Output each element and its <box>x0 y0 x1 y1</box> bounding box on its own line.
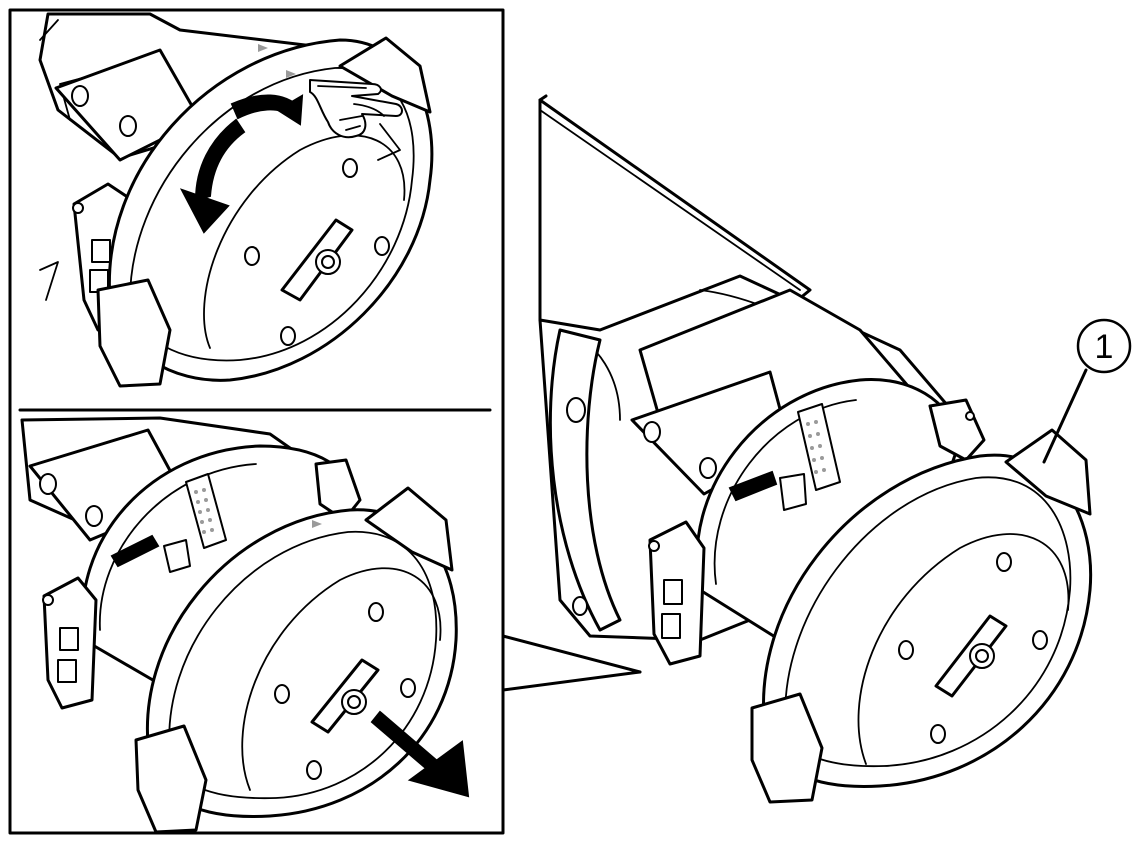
front-cover <box>146 508 458 818</box>
screw-icon <box>119 115 137 137</box>
callout-leader-line <box>1042 368 1088 464</box>
inset-frame <box>8 8 505 835</box>
screw-icon <box>85 505 103 527</box>
screw-icon <box>699 457 717 479</box>
main-view-camera-housing <box>538 94 1093 804</box>
callout-circle <box>1076 318 1132 374</box>
callout-1: 1 <box>1042 318 1132 464</box>
screw-icon <box>71 85 89 107</box>
front-cover <box>762 453 1093 788</box>
panel-pull-off <box>20 416 470 834</box>
screw-icon <box>643 421 661 443</box>
panel-unlock-rotate <box>38 12 434 388</box>
rotate-arrow-icon <box>179 188 230 234</box>
pointing-hand-icon <box>309 79 403 161</box>
callout-number: 1 <box>1095 328 1114 366</box>
screw-icon <box>39 473 57 495</box>
pull-arrow-icon <box>407 740 470 798</box>
inset-pointer-lines <box>501 634 642 692</box>
